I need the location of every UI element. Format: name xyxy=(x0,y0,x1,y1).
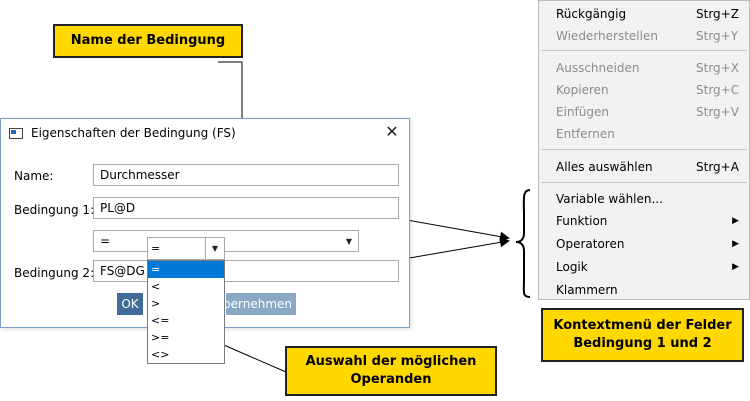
menu-item-label: Ausschneiden xyxy=(556,61,640,75)
menu-item-delete[interactable]: Entfernen xyxy=(556,123,739,145)
callout-operands: Auswahl der möglichen Operanden xyxy=(285,346,497,396)
operator-combo[interactable]: = ▼ xyxy=(93,230,359,252)
menu-separator xyxy=(541,182,747,183)
menu-item-logic[interactable]: Logik ▶ xyxy=(556,256,739,278)
menu-item-label: Funktion xyxy=(556,214,608,228)
menu-item-redo[interactable]: Wiederherstellen Strg+Y xyxy=(556,25,739,47)
menu-item-paste[interactable]: Einfügen Strg+V xyxy=(556,101,739,123)
operand-option[interactable]: >= xyxy=(151,331,170,344)
menu-item-cut[interactable]: Ausschneiden Strg+X xyxy=(556,57,739,79)
menu-item-shortcut: Strg+A xyxy=(696,160,739,174)
curly-brace xyxy=(515,189,531,298)
menu-item-label: Logik xyxy=(556,260,588,274)
condition1-field-value: PL@D xyxy=(100,201,136,215)
operator-combo-value: = xyxy=(100,234,111,248)
menu-item-label: Variable wählen... xyxy=(556,192,663,206)
menu-item-shortcut: Strg+V xyxy=(696,105,739,119)
menu-item-label: Operatoren xyxy=(556,237,625,251)
dialog-title: Eigenschaften der Bedingung (FS) xyxy=(31,126,236,140)
name-label: Name: xyxy=(14,169,54,183)
menu-separator xyxy=(541,50,747,51)
condition2-field[interactable]: FS@DG xyxy=(93,260,399,282)
menu-item-label: Wiederherstellen xyxy=(556,29,658,43)
menu-item-shortcut: Strg+Y xyxy=(696,29,739,43)
menu-item-label: Klammern xyxy=(556,283,618,297)
callout-name-text: Name der Bedingung xyxy=(70,33,226,48)
menu-item-shortcut: Strg+X xyxy=(696,61,739,75)
close-icon[interactable]: ✕ xyxy=(385,124,399,141)
menu-item-label: Entfernen xyxy=(556,127,615,141)
chevron-down-icon[interactable]: ▼ xyxy=(345,236,353,246)
name-field-value: Durchmesser xyxy=(100,168,180,182)
operand-option[interactable]: < xyxy=(151,280,161,293)
name-field[interactable]: Durchmesser xyxy=(93,164,399,186)
operand-option[interactable]: = xyxy=(148,261,224,278)
operand-option[interactable]: <> xyxy=(151,348,170,361)
chevron-right-icon: ▶ xyxy=(732,239,739,249)
menu-item-function[interactable]: Funktion ▶ xyxy=(556,210,739,232)
ok-button[interactable]: OK xyxy=(117,293,143,315)
condition1-field[interactable]: PL@D xyxy=(93,197,399,219)
callout-context-menu: Kontextmenü der Felder Bedingung 1 und 2 xyxy=(541,308,744,362)
menu-item-shortcut: Strg+Z xyxy=(696,7,739,21)
operand-option[interactable]: <= xyxy=(151,314,170,327)
menu-item-label: Kopieren xyxy=(556,83,609,97)
menu-item-brackets[interactable]: Klammern xyxy=(556,279,739,301)
condition2-field-value: FS@DG xyxy=(100,264,145,278)
window-icon xyxy=(9,127,23,139)
dialog-titlebar: Eigenschaften der Bedingung (FS) xyxy=(9,119,236,147)
condition1-label: Bedingung 1: xyxy=(14,203,95,217)
condition2-label: Bedingung 2: xyxy=(14,266,95,280)
menu-item-copy[interactable]: Kopieren Strg+C xyxy=(556,79,739,101)
menu-item-operators[interactable]: Operatoren ▶ xyxy=(556,233,739,255)
menu-item-select-all[interactable]: Alles auswählen Strg+A xyxy=(556,156,739,178)
menu-item-label: Rückgängig xyxy=(556,7,627,21)
chevron-right-icon: ▶ xyxy=(732,262,739,272)
condition-properties-dialog: Eigenschaften der Bedingung (FS) ✕ Name:… xyxy=(0,118,410,328)
callout-name: Name der Bedingung xyxy=(53,24,243,58)
context-menu: Rückgängig Strg+Z Wiederherstellen Strg+… xyxy=(538,0,750,300)
operand-combo-open[interactable]: = ▼ xyxy=(147,237,225,260)
menu-separator xyxy=(541,149,747,150)
operand-combo-value: = xyxy=(151,242,161,255)
callout-operands-text: Auswahl der möglichen Operanden xyxy=(305,354,477,387)
menu-item-label: Alles auswählen xyxy=(556,160,653,174)
menu-item-label: Einfügen xyxy=(556,105,609,119)
menu-item-undo[interactable]: Rückgängig Strg+Z xyxy=(556,3,739,25)
operand-option[interactable]: > xyxy=(151,297,161,310)
chevron-down-icon[interactable]: ▼ xyxy=(205,238,224,259)
apply-button[interactable]: bernehmen xyxy=(226,293,296,315)
menu-item-shortcut: Strg+C xyxy=(696,83,740,97)
callout-context-menu-text: Kontextmenü der Felder Bedingung 1 und 2 xyxy=(553,318,732,351)
menu-item-choose-variable[interactable]: Variable wählen... xyxy=(556,188,739,210)
operand-list[interactable]: = < > <= >= <> xyxy=(147,260,225,364)
chevron-right-icon: ▶ xyxy=(732,216,739,226)
